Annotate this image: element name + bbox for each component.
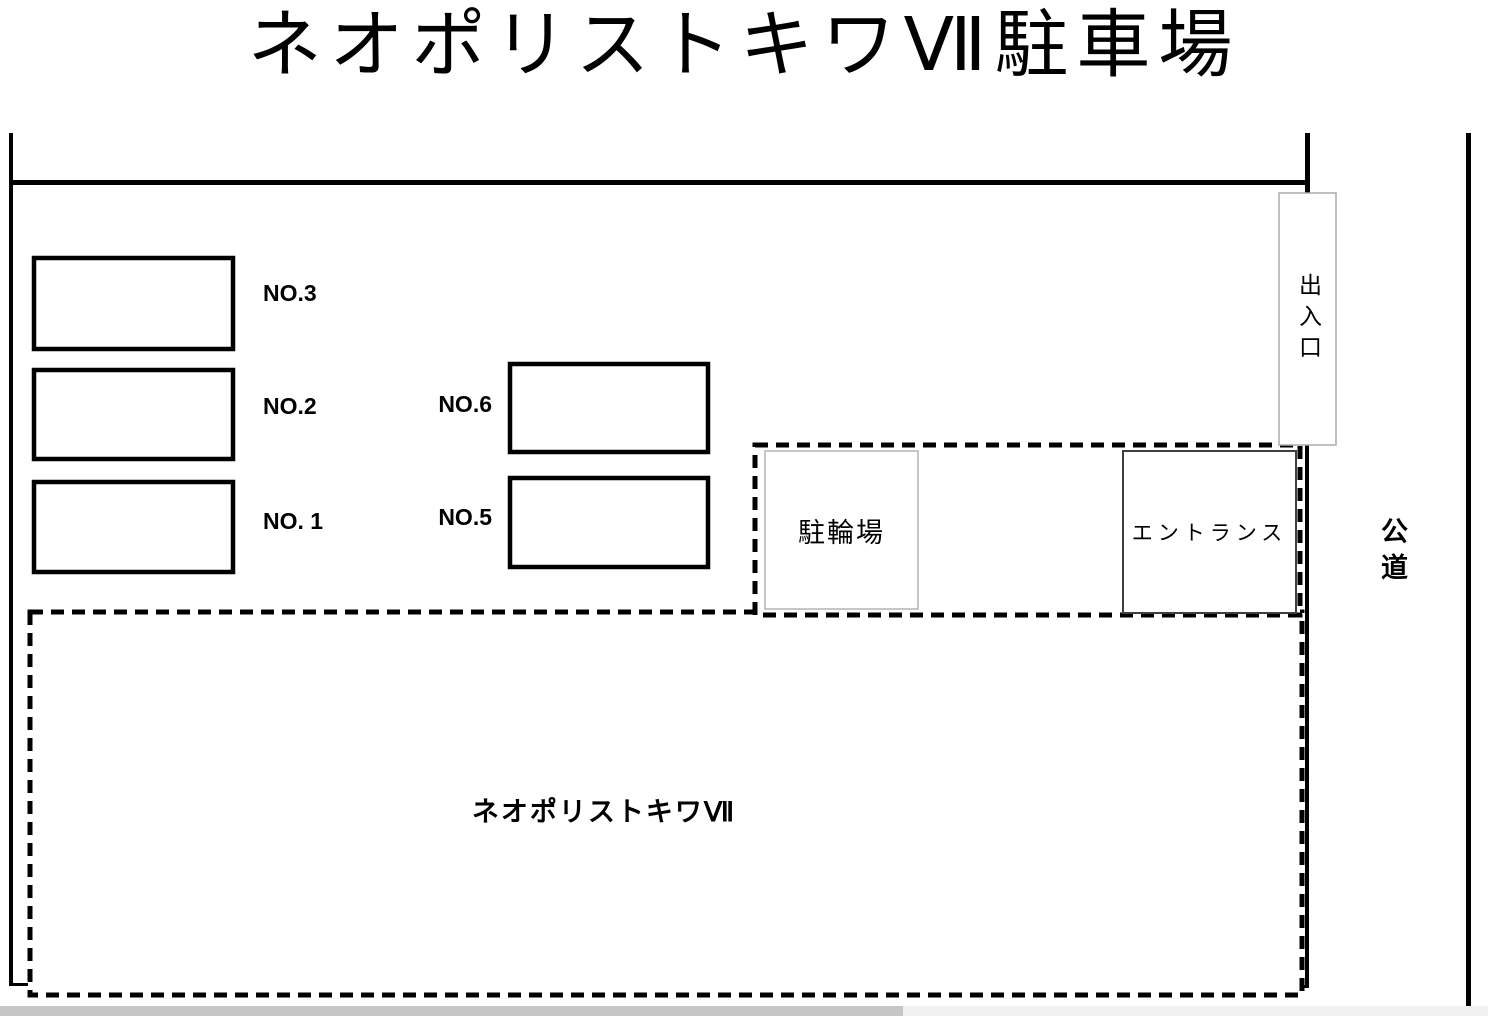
entrance-box xyxy=(1122,450,1297,614)
building-dashed-outline xyxy=(27,609,1305,998)
gate-box xyxy=(1278,192,1337,446)
gate-label: 出入口 xyxy=(1295,272,1321,366)
horizontal-scrollbar-track[interactable] xyxy=(0,1006,1488,1016)
parking-space-no6-label: NO.6 xyxy=(438,391,492,417)
left-boundary-foot xyxy=(9,983,28,986)
bicycle-parking-label: 駐輪場 xyxy=(798,517,885,548)
top-boundary-line xyxy=(9,180,1309,185)
left-boundary-line xyxy=(9,133,13,986)
entrance-label: エントランス xyxy=(1131,521,1288,545)
parking-space-no2-rect xyxy=(31,367,236,462)
parking-space-no1-rect xyxy=(31,479,236,575)
public-road-label: 公道 xyxy=(1377,517,1407,589)
parking-space-no3-rect xyxy=(31,255,236,352)
horizontal-scrollbar-thumb[interactable] xyxy=(0,1006,903,1016)
parking-space-no2-label: NO.2 xyxy=(263,393,317,419)
parking-space-no3-label: NO.3 xyxy=(263,280,317,306)
page-title: ネオポリストキワⅦ駐車場 xyxy=(247,3,1241,86)
parking-space-no5-rect xyxy=(507,475,711,570)
building-label: ネオポリストキワⅦ xyxy=(471,797,737,827)
parking-space-no6-rect xyxy=(507,361,711,455)
right-boundary-upper-line xyxy=(1305,133,1310,195)
parking-space-no1-label: NO. 1 xyxy=(263,508,324,534)
bicycle-parking-box xyxy=(764,450,919,610)
public-road-line xyxy=(1466,133,1471,1007)
right-boundary-lower-line xyxy=(1305,443,1309,988)
parking-space-no5-label: NO.5 xyxy=(438,504,492,530)
